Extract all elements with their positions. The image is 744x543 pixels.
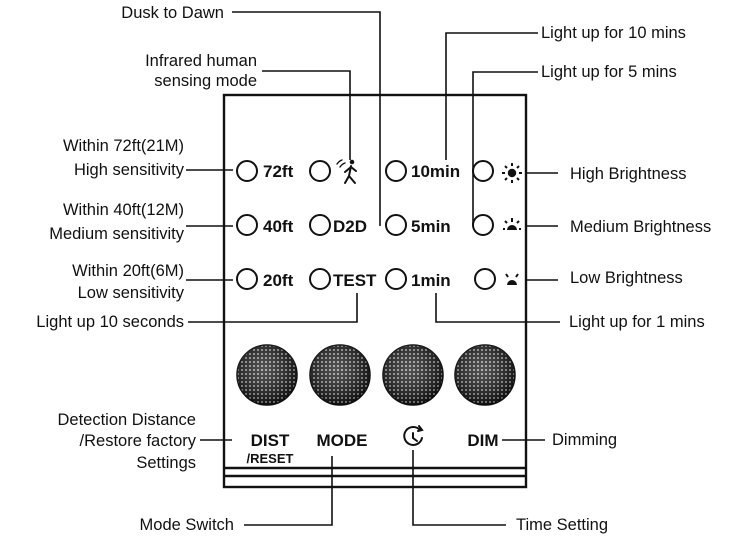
led-72ft (236, 160, 258, 182)
label-mode-switch: Mode Switch (140, 516, 234, 534)
label-within72-line1: Within 72ft(21M) (63, 137, 184, 155)
led-test (309, 268, 331, 290)
option-10min: 10min (411, 162, 460, 181)
clock-icon (403, 425, 424, 446)
leader-lines (186, 11, 560, 526)
option-40ft: 40ft (263, 217, 294, 236)
button-label-reset: /RESET (247, 451, 294, 466)
leader-dusk-to-dawn (232, 11, 381, 226)
leader-1min (435, 293, 560, 323)
label-light-10min: Light up for 10 mins (541, 24, 686, 42)
leader-10min (445, 32, 538, 160)
label-within20-line2: Low sensitivity (78, 284, 185, 302)
led-medium-brightness (472, 214, 494, 236)
led-1min (385, 268, 407, 290)
walking-person-icon (336, 159, 357, 184)
button-label-mode: MODE (317, 431, 368, 450)
label-infrared-line1: Infrared human (145, 52, 257, 70)
led-infrared (309, 160, 331, 182)
leader-time-setting (412, 450, 506, 526)
option-72ft: 72ft (263, 162, 294, 181)
knob-time[interactable] (382, 344, 444, 406)
label-within40-line1: Within 40ft(12M) (63, 201, 184, 219)
led-low-brightness (474, 268, 496, 290)
label-medium-brightness: Medium Brightness (570, 218, 711, 236)
option-test: TEST (333, 271, 377, 290)
option-5min: 5min (411, 217, 451, 236)
label-dimming: Dimming (552, 431, 617, 449)
led-high-brightness (472, 160, 494, 182)
label-within72-line2: High sensitivity (74, 161, 185, 179)
led-40ft (236, 214, 258, 236)
led-10min (385, 160, 407, 182)
label-light-1min: Light up for 1 mins (569, 313, 705, 331)
knob-mode[interactable] (309, 344, 371, 406)
label-detection-line1: Detection Distance (58, 411, 197, 429)
label-infrared-line2: sensing mode (154, 72, 257, 90)
label-time-setting: Time Setting (516, 516, 608, 534)
label-low-brightness: Low Brightness (570, 269, 683, 287)
leader-infrared (262, 70, 351, 160)
sun-low-icon (505, 273, 519, 285)
label-high-brightness: High Brightness (570, 165, 686, 183)
label-light-5min: Light up for 5 mins (541, 63, 677, 81)
sun-full-icon (502, 163, 522, 183)
label-within20-line1: Within 20ft(6M) (72, 262, 184, 280)
knob-dim[interactable] (454, 344, 516, 406)
sun-half-icon (503, 218, 521, 230)
button-label-dim: DIM (467, 431, 498, 450)
led-5min (385, 214, 407, 236)
label-within40-line2: Medium sensitivity (49, 225, 185, 243)
led-20ft (236, 268, 258, 290)
device-panel (222, 93, 528, 489)
option-d2d: D2D (333, 217, 367, 236)
knob-dist[interactable] (236, 344, 298, 406)
led-d2d (309, 214, 331, 236)
leader-mode-switch (244, 456, 333, 526)
label-detection-line3: Settings (136, 454, 196, 472)
label-dusk-to-dawn: Dusk to Dawn (121, 4, 224, 22)
button-label-dist: DIST (251, 431, 290, 450)
option-20ft: 20ft (263, 271, 294, 290)
label-light-10sec: Light up 10 seconds (36, 313, 184, 331)
label-detection-line2: /Restore factory (80, 432, 197, 450)
option-1min: 1min (411, 271, 451, 290)
leader-10sec (188, 293, 358, 323)
